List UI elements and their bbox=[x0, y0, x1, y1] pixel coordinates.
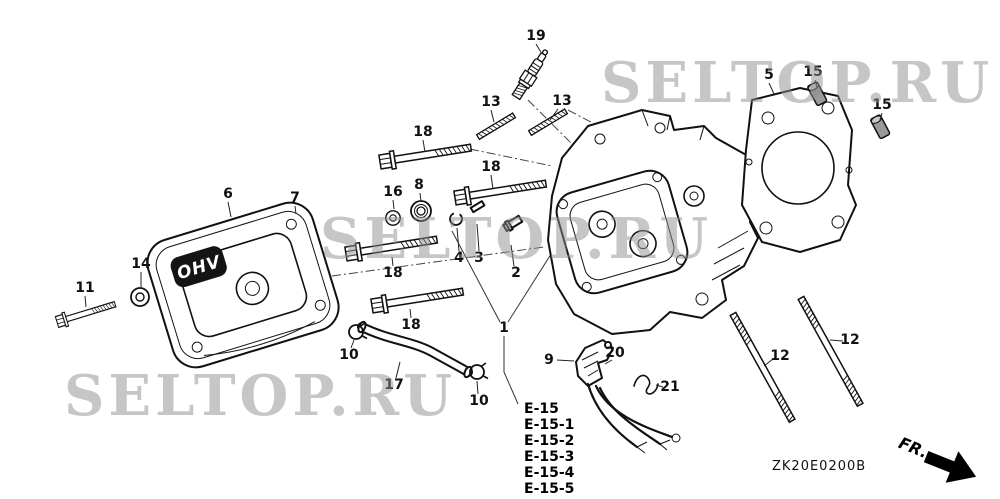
part-callouts: 19 13 13 18 5 15 15 18 16 8 6 7 14 11 18… bbox=[75, 28, 891, 409]
watermark-layer: SELTOP.RU SELTOP.RU SELTOP.RU bbox=[64, 50, 993, 429]
part-label-20[interactable]: 20 bbox=[605, 345, 625, 361]
part-label-14[interactable]: 14 bbox=[131, 256, 151, 272]
part-label-8[interactable]: 8 bbox=[414, 177, 424, 193]
part-label-15a[interactable]: 15 bbox=[803, 64, 822, 80]
part-label-21[interactable]: 21 bbox=[660, 379, 679, 395]
pin-3 bbox=[469, 200, 486, 214]
wire-clip-21 bbox=[633, 374, 659, 395]
part-label-17[interactable]: 17 bbox=[384, 377, 403, 393]
watermark-text-middle: SELTOP.RU bbox=[320, 206, 712, 272]
part-label-2[interactable]: 2 bbox=[511, 265, 521, 281]
wire-3 bbox=[594, 384, 674, 439]
part-label-10b[interactable]: 10 bbox=[469, 393, 489, 409]
construction-lines bbox=[331, 99, 607, 405]
part-label-18d[interactable]: 18 bbox=[401, 317, 420, 333]
wire-2 bbox=[598, 386, 662, 446]
part-label-16[interactable]: 16 bbox=[383, 184, 402, 200]
washer-14 bbox=[130, 287, 150, 307]
part-label-9[interactable]: 9 bbox=[544, 352, 554, 368]
part-label-18a[interactable]: 18 bbox=[413, 124, 432, 140]
reference-list: E-15 E-15-1 E-15-2 E-15-3 E-15-4 E-15-5 bbox=[524, 401, 575, 497]
head-gasket bbox=[741, 87, 857, 253]
front-arrow-icon bbox=[923, 450, 977, 483]
part-label-11[interactable]: 11 bbox=[75, 280, 94, 296]
part-label-12b[interactable]: 12 bbox=[840, 332, 859, 348]
diagram-code: ZK20E0200B bbox=[772, 459, 866, 474]
part-label-12a[interactable]: 12 bbox=[770, 348, 789, 364]
part-label-13a[interactable]: 13 bbox=[481, 94, 500, 110]
ring-terminal bbox=[671, 433, 681, 443]
part-label-5[interactable]: 5 bbox=[764, 67, 774, 83]
part-label-19[interactable]: 19 bbox=[526, 28, 545, 44]
ref-link-e15-2[interactable]: E-15-2 bbox=[524, 433, 574, 449]
part-label-18b[interactable]: 18 bbox=[481, 159, 500, 175]
ref-link-e15-4[interactable]: E-15-4 bbox=[524, 465, 575, 481]
spark-plug-hole bbox=[683, 185, 705, 207]
part-label-13b[interactable]: 13 bbox=[552, 93, 571, 109]
breather-tube bbox=[357, 320, 473, 379]
part-label-18c[interactable]: 18 bbox=[383, 265, 402, 281]
part-label-4[interactable]: 4 bbox=[454, 250, 464, 266]
part-label-7[interactable]: 7 bbox=[290, 190, 300, 206]
ref-link-e15-1[interactable]: E-15-1 bbox=[524, 417, 574, 433]
ohv-badge bbox=[170, 246, 227, 288]
plug-cap-assembly bbox=[575, 339, 681, 454]
part-label-15b[interactable]: 15 bbox=[872, 97, 891, 113]
valve-cover: OHV bbox=[146, 201, 340, 369]
part-label-1[interactable]: 1 bbox=[499, 320, 509, 336]
leader-lines bbox=[84, 43, 883, 395]
part-label-3[interactable]: 3 bbox=[474, 250, 484, 266]
wire-1 bbox=[586, 382, 639, 449]
watermark-text-bottom: SELTOP.RU bbox=[64, 363, 456, 429]
part-label-10a[interactable]: 10 bbox=[339, 347, 359, 363]
cylinder-head bbox=[547, 109, 759, 335]
ref-link-e15-5[interactable]: E-15-5 bbox=[524, 481, 574, 497]
ref-link-e15-3[interactable]: E-15-3 bbox=[524, 449, 574, 465]
watermark-text-top: SELTOP.RU bbox=[601, 50, 993, 116]
valve-guide-2 bbox=[502, 214, 524, 233]
circlip-4 bbox=[449, 212, 463, 226]
ref-link-e15[interactable]: E-15 bbox=[524, 401, 559, 417]
part-label-6[interactable]: 6 bbox=[223, 186, 233, 202]
